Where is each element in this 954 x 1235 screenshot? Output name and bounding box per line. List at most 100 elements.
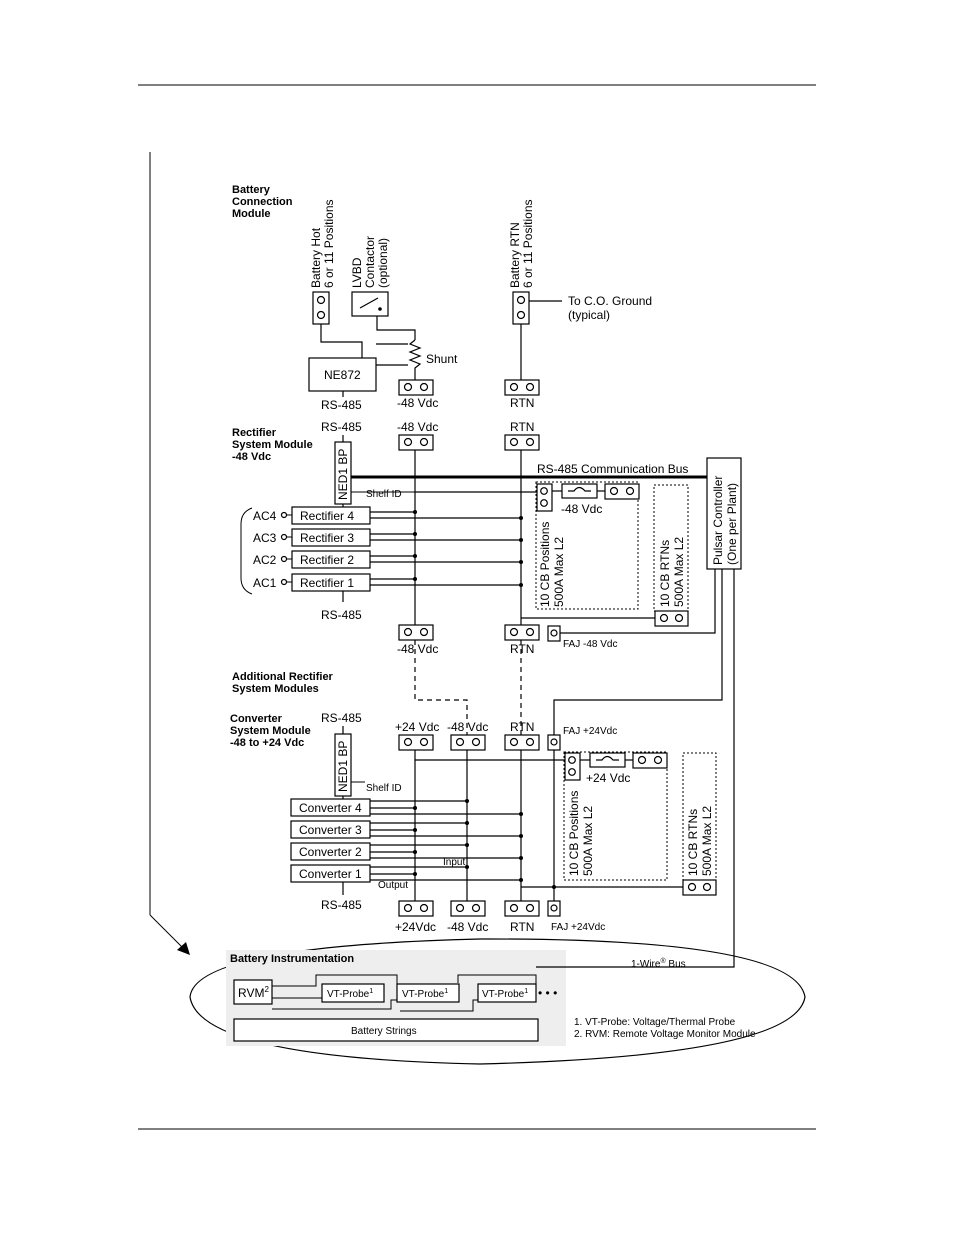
terminal-hole [403,382,413,392]
csm-cb-positions-label-1: 10 CB Positions [567,791,581,876]
converter-module-title-2: System Module [230,725,311,737]
terminal-hole [403,437,413,447]
terminal-hole [550,629,558,637]
rvm-label: RVM2 [238,985,269,1000]
rectifier-3-box [291,528,371,547]
ac3-label: AC3 [253,531,277,545]
one-wire-label-text: 1-Wire [631,959,661,970]
terminal-hole [525,737,535,747]
rsm-shelf-id-label: Shelf ID [366,489,402,500]
junction [465,843,469,847]
wire [457,974,537,985]
battery-connection-module: Battery Connection Module Battery Hot 6 … [232,184,652,412]
terminal-hole [509,737,519,747]
to-ground-label-1: To C.O. Ground [568,294,652,308]
junction [519,560,523,564]
terminal-hole [455,903,465,913]
terminal-hole [525,627,535,637]
ac-terminal [280,533,288,541]
footnote-2: 2. RVM: Remote Voltage Monitor Module [574,1029,756,1040]
csm-neg48-top-label: -48 Vdc [447,720,488,734]
rsm-rs485-bottom-label: RS-485 [321,608,362,622]
arrow-line [149,914,187,952]
csm-rs485-top-label: RS-485 [321,711,362,725]
csm-ned1-bp-label: NED1 BP [336,741,350,792]
junction [519,812,523,816]
battery-strings-label: Battery Strings [351,1026,417,1037]
terminal-hole [609,486,619,496]
vt-probe-text: VT-Probe [327,989,370,1000]
rsm-rs485-top-label: RS-485 [321,420,362,434]
vt-probe-footnote: 1 [444,988,448,995]
pulsar-controller-box [706,457,742,570]
terminal-hole [702,882,712,892]
rectifier-module-title-1: Rectifier [232,427,277,439]
terminal-hole [568,768,576,776]
csm-cb-rtns-label-1: 10 CB RTNs [686,809,700,876]
ac-terminal [280,578,288,586]
rectifier-4-label: Rectifier 4 [300,509,354,523]
terminal-hole [419,737,429,747]
vt-probe-footnote: 1 [369,988,373,995]
terminal-hole [419,437,429,447]
pulsar-controller: Pulsar Controller (One per Plant) [553,457,742,968]
junction [519,878,523,882]
battery-module-title-3: Module [232,208,271,220]
battery-module-title-1: Battery [232,184,271,196]
csm-breaker-box [589,752,626,768]
vt-probe-box [321,983,385,1003]
ne872-box [308,357,377,392]
one-wire-bus-text: Bus [666,959,686,970]
converter-3-label: Converter 3 [299,823,362,837]
rectifier-module-title-3: -48 Vdc [232,451,271,463]
rsm-ned1-bp-label: NED1 BP [336,449,350,500]
terminal-hole [316,295,326,305]
more-probes-ellipsis: • • • [538,986,557,1000]
rvm-text: RVM [238,986,264,1000]
vt-probe-label-1: VT-Probe1 [327,988,373,1000]
breaker-icon [596,755,619,761]
terminal-hole [550,904,558,912]
vt-probe-label-3: VT-Probe1 [482,988,528,1000]
rectifier-2-box [291,550,371,569]
csm-rtn-bottom-label: RTN [510,920,534,934]
junction [519,856,523,860]
converter-row: Converter 4 [290,798,523,817]
shunt-label: Shunt [426,352,458,366]
vt-probe-label-2: VT-Probe1 [402,988,448,1000]
terminal-hole [316,310,326,320]
wire [272,999,397,1010]
battery-rtn-label-2: 6 or 11 Positions [521,200,535,289]
pulsar-controller-label-1: Pulsar Controller [711,476,725,565]
bcm-rs485-label: RS-485 [321,398,362,412]
to-ground-label-2: (typical) [568,308,610,322]
terminal-hole [403,903,413,913]
csm-shelf-id-label: Shelf ID [366,783,402,794]
junction [465,865,469,869]
terminal-hole [471,737,481,747]
terminal-hole [509,382,519,392]
additional-modules-label-2: System Modules [232,683,319,695]
shunt-icon [408,339,422,381]
rsm-cb-positions-label-1: 10 CB Positions [538,522,552,607]
terminal-hole [516,310,526,320]
battery-rtn-label-1: Battery RTN [508,222,522,288]
footnote-1: 1. VT-Probe: Voltage/Thermal Probe [574,1017,736,1028]
battery-hot-label-1: Battery Hot [309,227,323,288]
rectifier-4-box [291,506,371,525]
junction [413,828,417,832]
ac4-label: AC4 [253,509,277,523]
terminal-hole [653,755,663,765]
switch-contact [378,307,382,311]
faj-pos24-bottom-label: FAJ +24Vdc [551,922,605,933]
junction [465,821,469,825]
lvbd-label-3: (optional) [376,238,390,288]
battery-instrumentation: Battery Instrumentation 1-Wire® Bus RVM2… [189,938,806,1065]
arrow-head-icon [177,942,190,955]
terminal-hole [509,627,519,637]
junction [413,532,417,536]
wire [400,999,479,1012]
junction [413,872,417,876]
battery-module-title-2: Connection [232,196,293,208]
csm-cb-positions-area [563,751,668,881]
